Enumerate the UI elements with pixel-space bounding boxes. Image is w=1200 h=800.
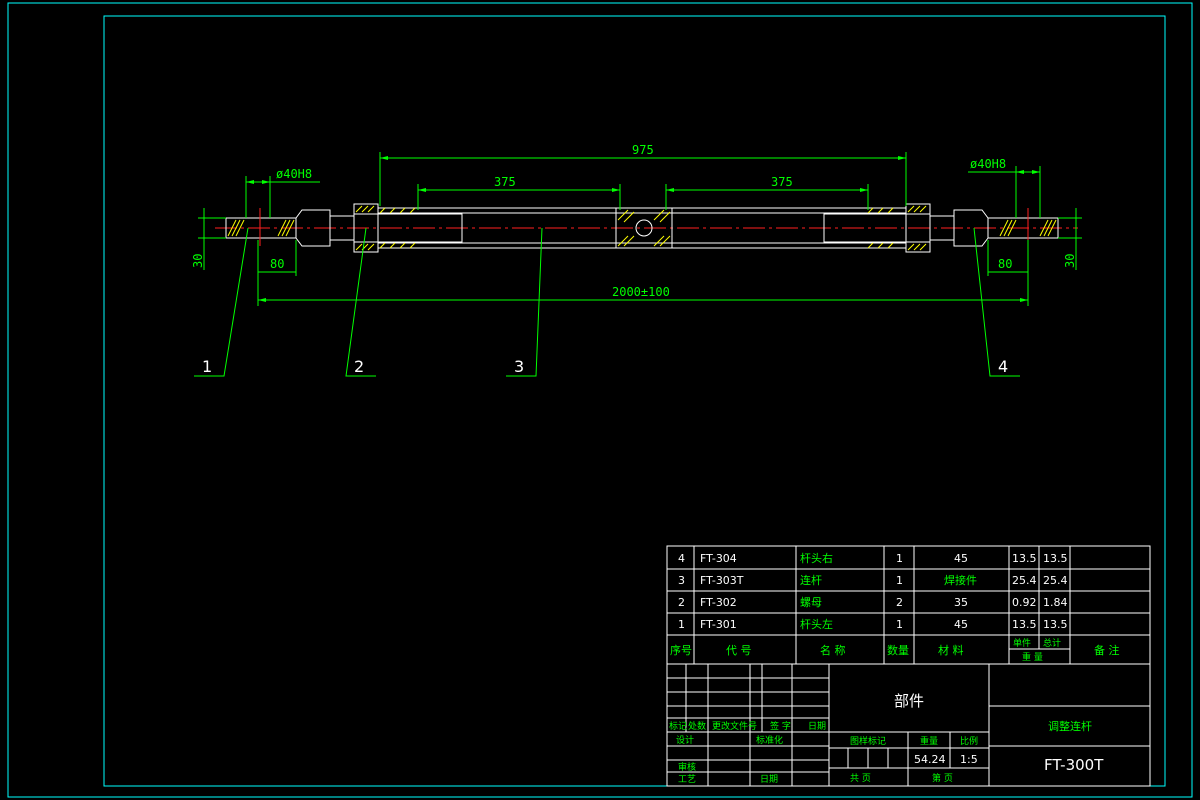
svg-text:连杆: 连杆 xyxy=(800,573,822,587)
tb-approve-label: 日期 xyxy=(760,774,778,785)
tb-sheet-label: 第 页 xyxy=(932,772,953,784)
svg-text:2: 2 xyxy=(678,596,685,609)
svg-text:FT-302: FT-302 xyxy=(700,596,737,609)
tb-change-label: 更改文件号 xyxy=(712,720,757,732)
svg-text:45: 45 xyxy=(954,552,968,565)
svg-text:35: 35 xyxy=(954,596,968,609)
svg-text:杆头右: 杆头右 xyxy=(800,551,833,565)
right-nut-hatch xyxy=(907,205,927,251)
balloon-2: 2 xyxy=(354,357,364,376)
dim-overall-span: 975 xyxy=(632,143,654,157)
right-rod-end xyxy=(929,209,1059,247)
dim-total-length: 2000±100 xyxy=(612,285,670,299)
dim-bore-right: ø40H8 xyxy=(970,157,1006,171)
svg-text:3: 3 xyxy=(678,574,685,587)
bom-header-row: 序号 代 号 名 称 数量 材 料 单件 总计 重 量 备 注 xyxy=(670,637,1120,663)
tb-sheets-label: 共 页 xyxy=(850,773,871,784)
svg-text:备 注: 备 注 xyxy=(1094,643,1120,657)
svg-text:重 量: 重 量 xyxy=(1022,651,1043,663)
svg-text:FT-301: FT-301 xyxy=(700,618,737,631)
title-block-grid xyxy=(666,663,1151,787)
tb-count-label: 处数 xyxy=(688,720,706,732)
svg-text:13.5: 13.5 xyxy=(1012,552,1037,565)
category-label: 部件 xyxy=(894,692,924,710)
svg-text:数量: 数量 xyxy=(887,644,909,657)
tb-standard-label: 标准化 xyxy=(756,734,783,746)
svg-text:代 号: 代 号 xyxy=(726,644,752,657)
drawing-name: 调整连杆 xyxy=(1048,719,1092,733)
leader-lines xyxy=(194,227,1020,377)
svg-text:FT-303T: FT-303T xyxy=(700,574,744,587)
inner-frame xyxy=(103,15,1166,787)
svg-text:0.92: 0.92 xyxy=(1012,596,1037,609)
svg-text:4: 4 xyxy=(678,552,685,565)
tb-design-label: 设计 xyxy=(676,734,694,746)
left-nut-hatch xyxy=(355,205,375,251)
balloon-1: 1 xyxy=(202,357,212,376)
svg-text:13.5: 13.5 xyxy=(1043,552,1068,565)
tb-weight-label: 重量 xyxy=(920,735,938,747)
svg-text:序号: 序号 xyxy=(670,643,692,657)
svg-text:1: 1 xyxy=(678,618,685,631)
tube-hatch xyxy=(379,207,894,249)
svg-text:1: 1 xyxy=(896,618,903,631)
tb-weight-value: 54.24 xyxy=(914,753,946,766)
right-eye-hatch xyxy=(999,219,1057,237)
tb-review-label: 审核 xyxy=(678,761,696,773)
svg-text:45: 45 xyxy=(954,618,968,631)
svg-text:1: 1 xyxy=(896,552,903,565)
dim-eye-right: 80 xyxy=(998,257,1012,271)
tb-mark-label: 标记 xyxy=(669,720,687,732)
dim-inner-left: 375 xyxy=(494,175,516,189)
tb-scale-label: 比例 xyxy=(960,735,978,747)
svg-text:25.4: 25.4 xyxy=(1012,574,1037,587)
tb-date-label: 日期 xyxy=(808,721,826,732)
tb-sign-label: 签 字 xyxy=(770,720,791,732)
dim-height-left: 30 xyxy=(191,254,205,268)
dimension-lines xyxy=(198,152,1082,306)
svg-text:单件: 单件 xyxy=(1013,637,1031,649)
svg-text:材 料: 材 料 xyxy=(938,643,964,657)
svg-text:总计: 总计 xyxy=(1043,637,1061,649)
bom-table-grid xyxy=(666,545,1151,665)
svg-text:FT-304: FT-304 xyxy=(700,552,737,565)
svg-text:焊接件: 焊接件 xyxy=(944,573,977,587)
svg-text:名 称: 名 称 xyxy=(820,643,846,657)
part-drawing xyxy=(215,203,1078,253)
svg-text:2: 2 xyxy=(896,596,903,609)
tb-scale-value: 1:5 xyxy=(960,753,978,766)
bom-row-4: 4 FT-304 杆头右 1 45 13.5 13.5 xyxy=(678,551,1068,565)
svg-text:25.4: 25.4 xyxy=(1043,574,1068,587)
dim-bore-left: ø40H8 xyxy=(276,167,312,181)
dimension-arrows xyxy=(246,156,1040,302)
dim-eye-left: 80 xyxy=(270,257,284,271)
bom-row-1: 1 FT-301 杆头左 1 45 13.5 13.5 xyxy=(678,617,1068,631)
balloon-4: 4 xyxy=(998,357,1008,376)
tb-process-label: 工艺 xyxy=(678,774,696,785)
dim-height-right: 30 xyxy=(1063,254,1077,268)
tb-stage-label: 图样标记 xyxy=(850,735,886,747)
balloon-3: 3 xyxy=(514,357,524,376)
svg-text:杆头左: 杆头左 xyxy=(800,617,833,631)
svg-text:1.84: 1.84 xyxy=(1043,596,1068,609)
svg-text:13.5: 13.5 xyxy=(1043,618,1068,631)
outer-frame xyxy=(7,2,1193,798)
svg-text:螺母: 螺母 xyxy=(800,596,822,609)
bom-row-3: 3 FT-303T 连杆 1 焊接件 25.4 25.4 xyxy=(678,573,1068,587)
svg-text:13.5: 13.5 xyxy=(1012,618,1037,631)
drawing-code: FT-300T xyxy=(1044,756,1104,774)
dim-inner-right: 375 xyxy=(771,175,793,189)
svg-text:1: 1 xyxy=(896,574,903,587)
bom-row-2: 2 FT-302 螺母 2 35 0.92 1.84 xyxy=(678,596,1068,609)
left-eye-hatch xyxy=(227,219,295,237)
